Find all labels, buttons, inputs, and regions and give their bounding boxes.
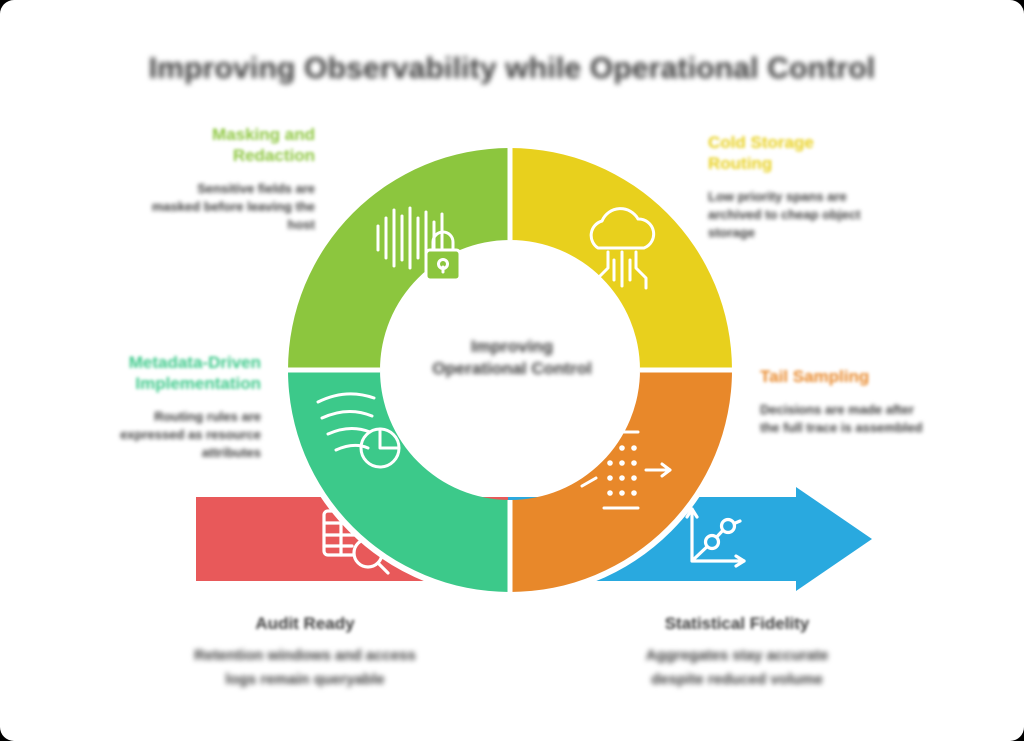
callout-audit-heading: Audit Ready [255,614,355,633]
donut-chart [282,142,738,598]
callout-metadata-body: Routing rules are expressed as resource … [120,409,261,460]
waveform-lock-icon [376,206,462,282]
callout-tail-sampling: Tail Sampling Decisions are made after t… [760,366,925,437]
callout-tail-sampling-body: Decisions are made after the full trace … [760,402,923,435]
callout-audit: Audit Ready Retention windows and access… [190,613,420,692]
callout-metadata: Metadata-Driven Implementation Routing r… [96,352,261,462]
line-chart-icon [685,507,746,568]
callout-statistical-body: Aggregates stay accurate despite reduced… [645,647,829,688]
callout-cold-storage: Cold Storage Routing Low priority spans … [708,132,873,242]
callout-audit-body: Retention windows and access logs remain… [194,647,416,688]
center-line-2: Operational Control [432,359,592,378]
donut-separators [288,148,732,592]
donut-segment-metadata [288,370,510,592]
page-title: Improving Observability while Operationa… [148,52,876,85]
callout-tail-sampling-heading: Tail Sampling [760,367,870,386]
wind-pie-icon [316,392,401,469]
callout-metadata-heading: Metadata-Driven Implementation [128,353,261,393]
callout-masking: Masking and Redaction Sensitive fields a… [150,124,315,234]
donut-center-label: Improving Operational Control [392,336,632,380]
callout-statistical: Statistical Fidelity Aggregates stay acc… [622,613,852,692]
filter-arrow-icon [580,430,672,510]
callout-statistical-heading: Statistical Fidelity [664,614,810,633]
callout-masking-heading: Masking and Redaction [212,125,315,165]
donut-segment-tail-sampling [510,370,732,592]
callout-masking-body: Sensitive fields are masked before leavi… [151,181,315,232]
callout-cold-storage-body: Low priority spans are archived to cheap… [708,189,861,240]
center-line-1: Improving [470,337,554,356]
callout-cold-storage-heading: Cold Storage Routing [708,133,814,173]
cloud-circuit-icon [589,207,656,290]
donut-segment-masking [288,148,510,370]
